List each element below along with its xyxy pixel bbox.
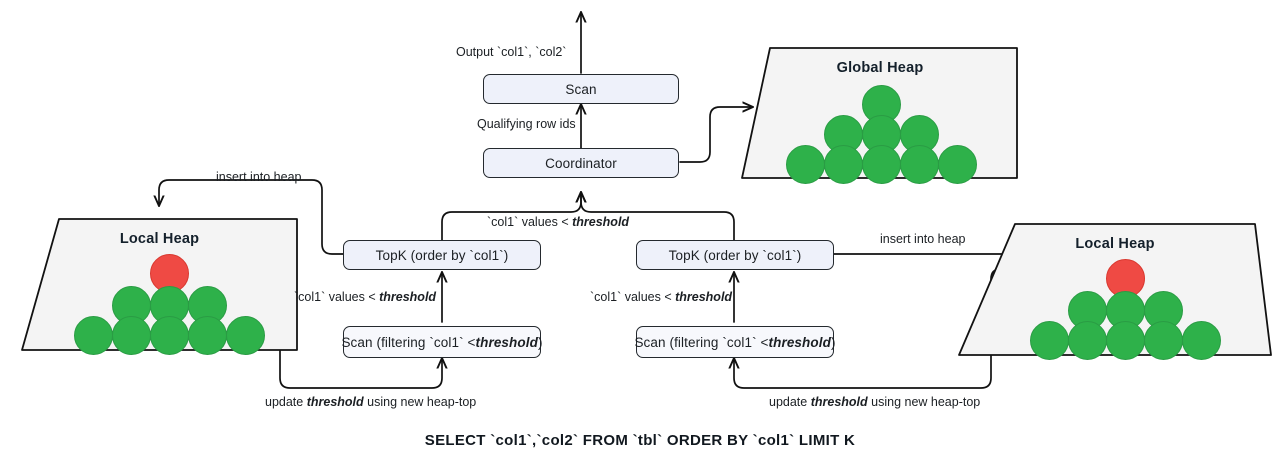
scan-filter-right-text-post: ) bbox=[830, 334, 836, 350]
local-heap-right-ball bbox=[1144, 321, 1183, 360]
global-heap-ball bbox=[862, 145, 901, 184]
label-update-left-threshold: threshold bbox=[306, 395, 364, 409]
global-heap-ball bbox=[938, 145, 977, 184]
local-heap-right-ball bbox=[1182, 321, 1221, 360]
edge-coordinator-globalheap bbox=[679, 107, 753, 163]
label-update-threshold-right: update threshold using new heap-top bbox=[769, 395, 980, 409]
node-coordinator[interactable]: Coordinator bbox=[483, 148, 679, 178]
scan-filter-left-text-pre: Scan (filtering `col1` < bbox=[341, 334, 476, 350]
local-heap-left-ball bbox=[226, 316, 265, 355]
label-values-left-pre: `col1` values < bbox=[294, 290, 380, 304]
local-heap-left-ball bbox=[112, 316, 151, 355]
label-update-threshold-left: update threshold using new heap-top bbox=[265, 395, 476, 409]
label-insert-into-heap-right: insert into heap bbox=[880, 232, 966, 246]
local-heap-left-ball bbox=[150, 316, 189, 355]
node-topk-left[interactable]: TopK (order by `col1`) bbox=[343, 240, 541, 270]
global-heap-ball bbox=[786, 145, 825, 184]
node-topk-right[interactable]: TopK (order by `col1`) bbox=[636, 240, 834, 270]
label-update-right-pre: update bbox=[769, 395, 811, 409]
local-heap-right-title: Local Heap bbox=[1075, 236, 1155, 252]
label-update-right-threshold: threshold bbox=[810, 395, 868, 409]
node-scan-top[interactable]: Scan bbox=[483, 74, 679, 104]
label-values-left-threshold: threshold bbox=[379, 290, 437, 304]
global-heap-ball bbox=[824, 145, 863, 184]
label-update-left-post: using new heap-top bbox=[363, 395, 477, 409]
local-heap-right-ball bbox=[1030, 321, 1069, 360]
local-heap-right: Local Heap bbox=[959, 224, 1271, 360]
label-values-center-threshold: threshold bbox=[572, 215, 630, 229]
scan-filter-right-threshold: threshold bbox=[768, 334, 831, 350]
label-values-right-pre: `col1` values < bbox=[590, 290, 676, 304]
label-update-left-pre: update bbox=[265, 395, 307, 409]
label-update-right-post: using new heap-top bbox=[867, 395, 981, 409]
label-output: Output `col1`, `col2` bbox=[456, 45, 567, 59]
local-heap-left-ball bbox=[74, 316, 113, 355]
label-qualifying-row-ids: Qualifying row ids bbox=[477, 117, 576, 131]
label-values-center-pre: `col1` values < bbox=[487, 215, 573, 229]
edge-topkleft-coordinator bbox=[441, 192, 581, 241]
global-heap-title: Global Heap bbox=[836, 60, 924, 76]
local-heap-left: Local Heap bbox=[22, 219, 297, 355]
global-heap: Global Heap bbox=[742, 48, 1018, 184]
edge-topkright-coordinator bbox=[581, 192, 735, 241]
scan-filter-left-threshold: threshold bbox=[475, 334, 538, 350]
label-values-threshold-right: `col1` values < threshold bbox=[590, 290, 732, 304]
local-heap-right-ball bbox=[1106, 321, 1145, 360]
local-heap-right-ball bbox=[1068, 321, 1107, 360]
global-heap-ball bbox=[900, 145, 939, 184]
scan-filter-right-text-pre: Scan (filtering `col1` < bbox=[634, 334, 769, 350]
node-scan-filter-left[interactable]: Scan (filtering `col1` < threshold) bbox=[341, 326, 543, 358]
edge-topkleft-localheapleft bbox=[159, 179, 344, 255]
local-heap-left-title: Local Heap bbox=[119, 231, 200, 247]
label-insert-into-heap-left: insert into heap bbox=[216, 170, 302, 184]
scan-filter-left-text-post: ) bbox=[537, 334, 543, 350]
label-values-right-threshold: threshold bbox=[675, 290, 733, 304]
label-values-threshold-center: `col1` values < threshold bbox=[487, 215, 629, 229]
local-heap-left-ball bbox=[188, 316, 227, 355]
label-values-threshold-left: `col1` values < threshold bbox=[294, 290, 436, 304]
sql-caption: SELECT `col1`,`col2` FROM `tbl` ORDER BY… bbox=[424, 432, 856, 449]
node-scan-filter-right[interactable]: Scan (filtering `col1` < threshold) bbox=[634, 326, 836, 358]
